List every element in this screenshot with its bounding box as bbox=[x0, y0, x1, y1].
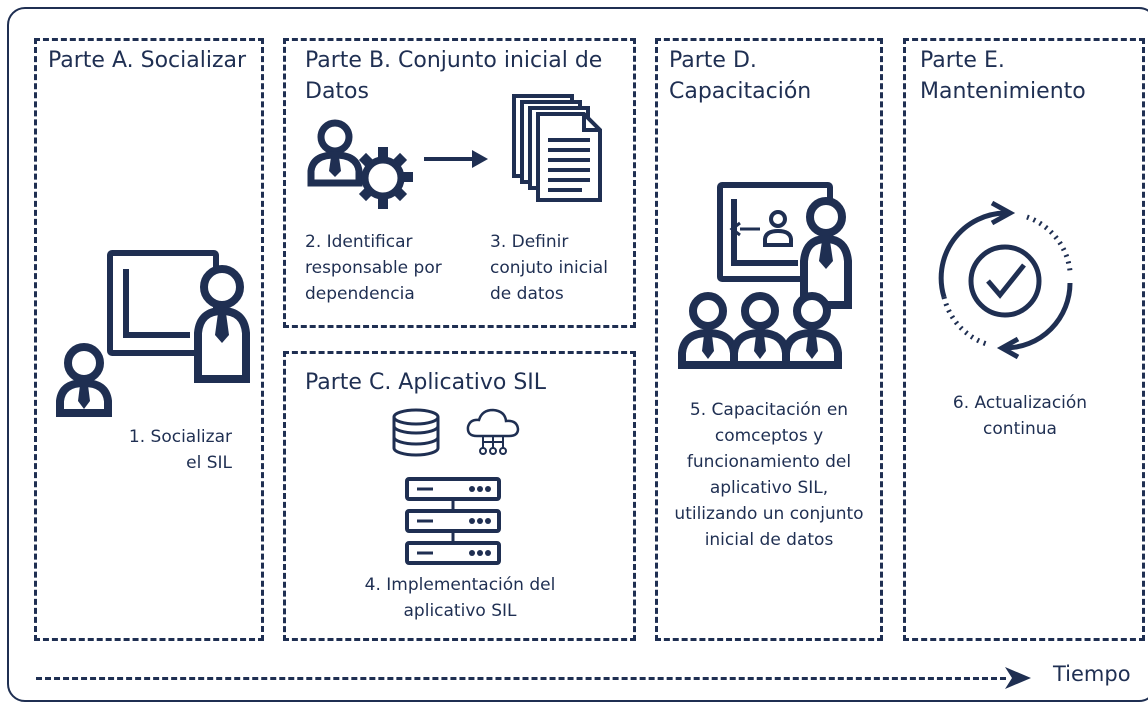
panel-parte-a bbox=[34, 38, 264, 641]
timeline-arrow-line bbox=[36, 677, 1006, 680]
panel-parte-d bbox=[655, 38, 883, 641]
step-5-text: 5. Capacitación en comceptos y funcionam… bbox=[674, 400, 864, 550]
panel-e-title: Parte E. Mantenimiento bbox=[920, 48, 1086, 104]
server-rack-icon bbox=[405, 477, 501, 565]
arrow-right-icon bbox=[424, 150, 488, 168]
panel-parte-c bbox=[283, 351, 636, 641]
panel-parte-e bbox=[903, 38, 1145, 641]
step-2-text: 2. Identificar responsable por dependenc… bbox=[305, 232, 442, 304]
outer-frame bbox=[7, 7, 1148, 702]
panel-b-title: Parte B. Conjunto inicial de Datos bbox=[305, 48, 603, 104]
timeline-arrowhead-icon bbox=[1005, 667, 1031, 689]
database-icon bbox=[392, 408, 440, 457]
step-1-text: 1. Socializar el SIL bbox=[128, 427, 232, 473]
panel-d-title: Parte D. Capacitación bbox=[669, 48, 812, 104]
cloud-network-icon bbox=[466, 408, 520, 455]
documents-stack-icon bbox=[512, 94, 602, 202]
timeline-label: Tiempo bbox=[1053, 662, 1131, 686]
step-6-text: 6. Actualización continua bbox=[952, 393, 1088, 439]
cycle-check-icon bbox=[938, 200, 1073, 360]
panel-c-title: Parte C. Aplicativo SIL bbox=[305, 370, 547, 395]
training-presentation-icon bbox=[678, 182, 852, 369]
step-3-text: 3. Definir conjuto inicial de datos bbox=[490, 232, 608, 304]
panel-parte-b bbox=[283, 38, 636, 328]
step-4-text: 4. Implementación del aplicativo SIL bbox=[364, 575, 556, 621]
presenter-audience-icon bbox=[56, 250, 250, 417]
user-gear-icon bbox=[307, 119, 413, 209]
panel-a-title: Parte A. Socializar bbox=[48, 48, 247, 73]
